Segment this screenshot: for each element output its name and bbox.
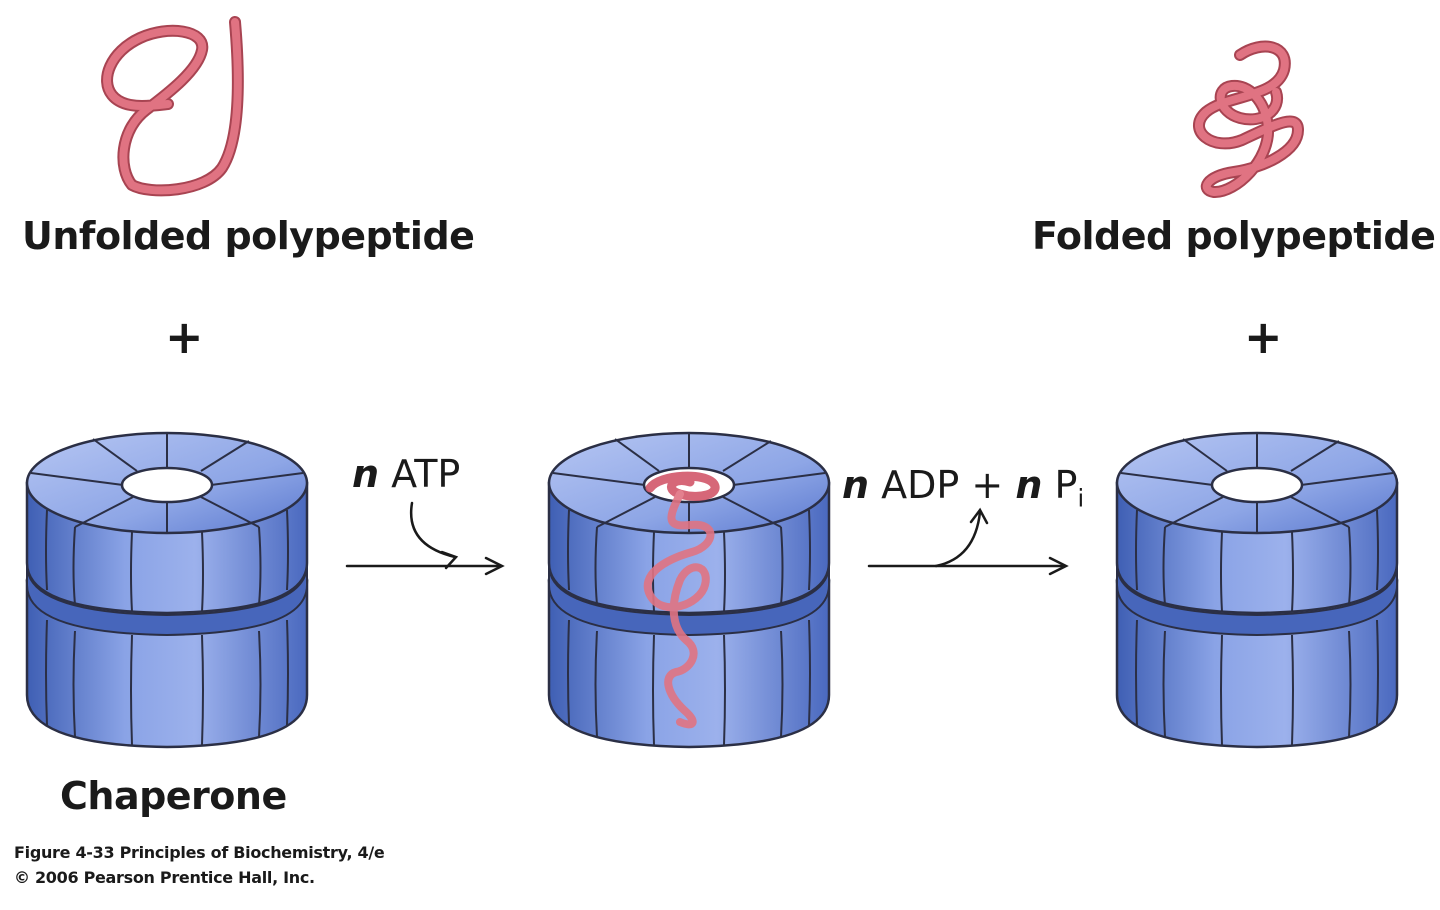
pi-coefficient: n	[1015, 463, 1043, 507]
adp-plus: +	[971, 463, 1004, 507]
reaction-arrow-2	[867, 507, 1069, 576]
chaperone-label: Chaperone	[60, 774, 287, 818]
unfolded-polypeptide	[101, 16, 244, 197]
figure-credit: Figure 4-33 Principles of Biochemistry, …	[14, 840, 385, 890]
adp-pi-label: n ADP + n Pi	[842, 463, 1084, 513]
plus-sign-right: +	[1244, 310, 1283, 364]
folded-polypeptide-label: Folded polypeptide	[1032, 214, 1436, 258]
pi-species: P	[1054, 463, 1078, 507]
atp-species: ATP	[391, 452, 461, 496]
chaperone-barrel-empty-left	[25, 431, 309, 749]
bound-polypeptide	[643, 471, 720, 729]
plus-sign-left: +	[165, 310, 204, 364]
adp-coefficient: n	[842, 463, 870, 507]
reaction-arrow-1	[345, 501, 505, 576]
chaperone-barrel-empty-right	[1115, 431, 1399, 749]
adp-species: ADP	[881, 463, 960, 507]
atp-coefficient: n	[352, 452, 380, 496]
figure-credit-line-2: © 2006 Pearson Prentice Hall, Inc.	[14, 868, 315, 887]
figure-credit-line-1: Figure 4-33 Principles of Biochemistry, …	[14, 843, 385, 862]
atp-label: n ATP	[352, 452, 460, 496]
pi-subscript: i	[1077, 484, 1085, 513]
unfolded-polypeptide-label: Unfolded polypeptide	[22, 214, 475, 258]
folded-polypeptide	[1193, 40, 1304, 198]
